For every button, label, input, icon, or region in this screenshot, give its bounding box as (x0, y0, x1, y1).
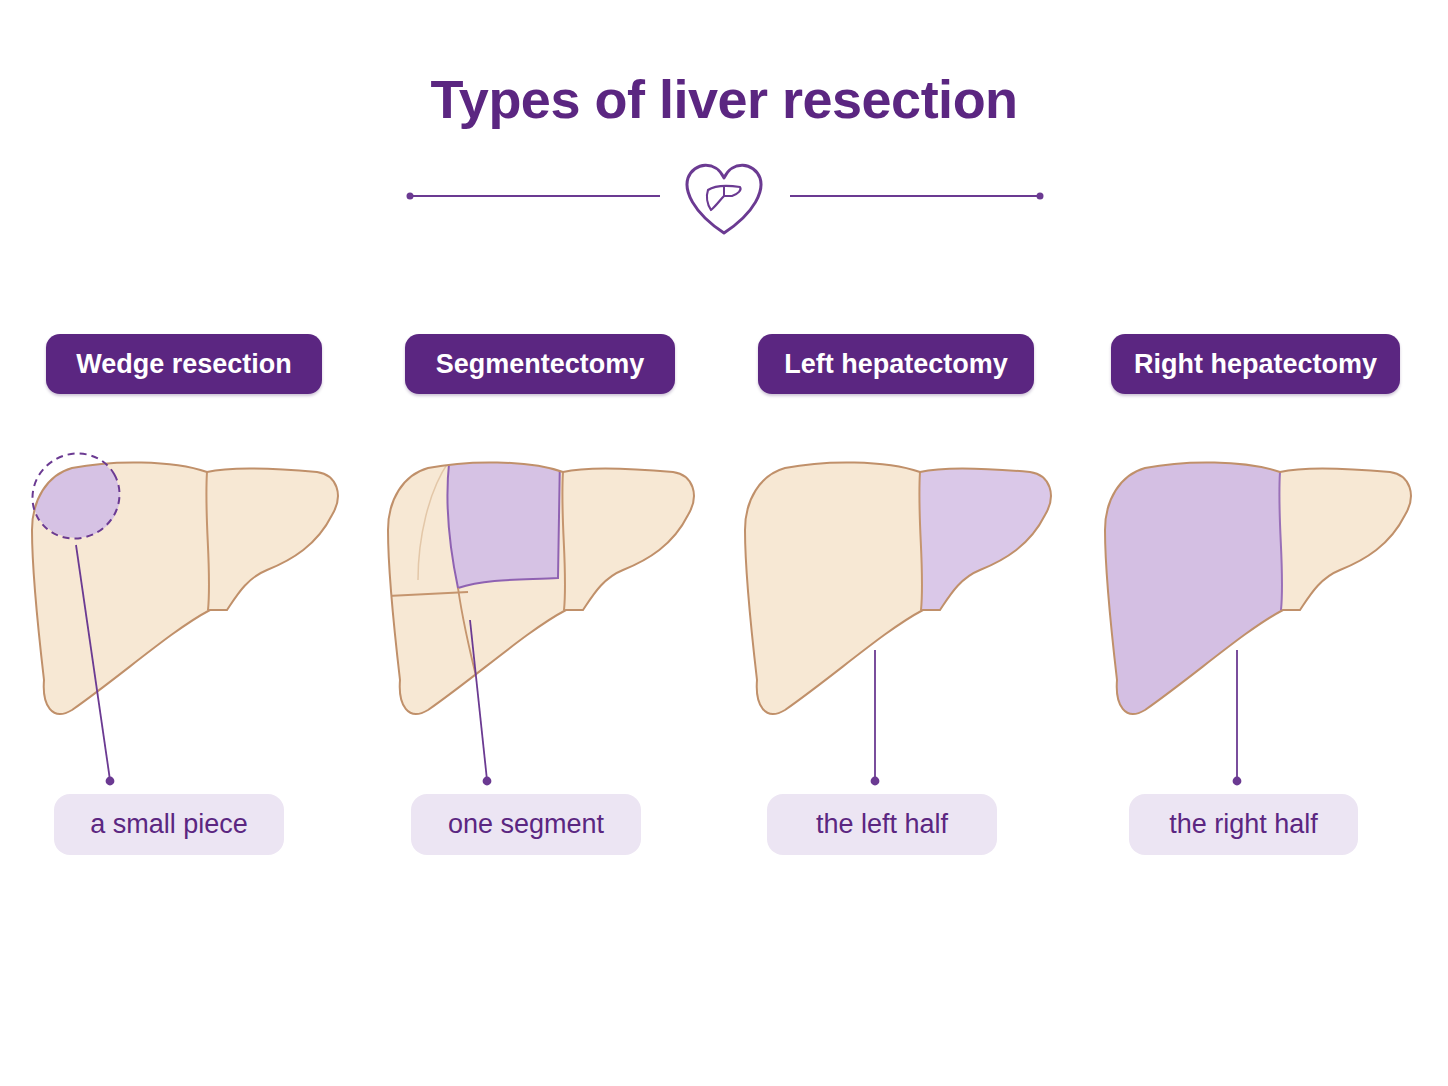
extent-description: the left half (767, 794, 997, 855)
node-text: one segment (448, 809, 604, 840)
node-text: a small piece (90, 809, 248, 840)
node-text: Left hepatectomy (784, 349, 1008, 380)
resection-type-label: Right hepatectomy (1111, 334, 1400, 394)
extent-description: one segment (411, 794, 641, 855)
resection-type-label: Left hepatectomy (758, 334, 1034, 394)
node-text: Right hepatectomy (1134, 349, 1377, 380)
node-text: the left half (816, 809, 948, 840)
extent-description: a small piece (54, 794, 284, 855)
title-ornament (407, 165, 1044, 233)
liver-left-half (745, 450, 1145, 714)
resection-type-label: Wedge resection (46, 334, 322, 394)
node-text: Wedge resection (76, 349, 292, 380)
resection-type-label: Segmentectomy (405, 334, 675, 394)
diagram-title: Types of liver resection (0, 68, 1448, 130)
extent-description: the right half (1129, 794, 1358, 855)
liver-right-half (1095, 450, 1411, 760)
node-text: the right half (1169, 809, 1318, 840)
leader-lines (76, 545, 1241, 785)
liver-wedge (17, 438, 338, 714)
node-text: Segmentectomy (436, 349, 645, 380)
liver-segment (388, 455, 694, 714)
